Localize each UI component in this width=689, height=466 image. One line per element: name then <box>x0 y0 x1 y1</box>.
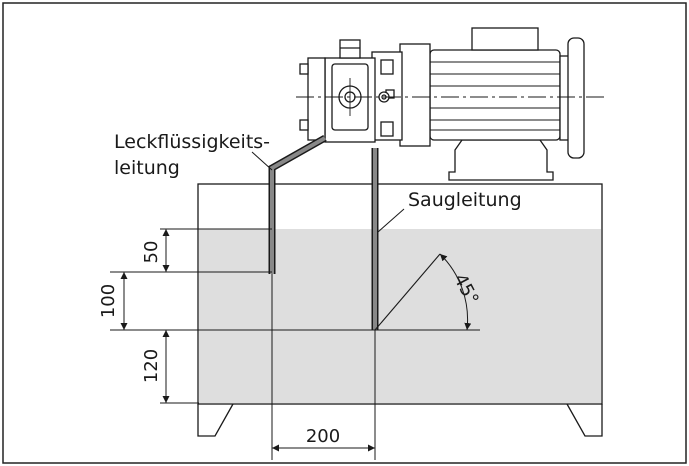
suction-line-label: Saugleitung <box>408 189 522 211</box>
pump-top-port <box>339 39 361 59</box>
angle-45-arc <box>439 253 472 331</box>
tank-foot-left <box>197 403 234 437</box>
dim-200-label: 200 <box>306 426 340 447</box>
motor-flange <box>399 43 431 147</box>
leak-line-label-1: Leckflüssigkeits- <box>114 131 270 153</box>
leak-line-label-2: leitung <box>114 157 180 179</box>
angle-45-line <box>374 253 441 331</box>
tank-foot-right <box>566 403 603 437</box>
dim-120-label: 120 <box>141 349 162 383</box>
tank <box>197 183 603 437</box>
suction-line-leader <box>377 208 405 233</box>
leak-line-pipe <box>268 134 327 274</box>
motor-pump-unit <box>299 27 585 181</box>
dim-50-label: 50 <box>141 241 162 264</box>
leak-line-leader <box>251 151 273 171</box>
motor-mount <box>448 139 554 181</box>
fan-cover <box>567 37 585 159</box>
fluid-level <box>199 229 601 403</box>
terminal-box <box>471 27 539 51</box>
dim-100-label: 100 <box>98 284 119 318</box>
pump-cover <box>307 57 326 141</box>
motor-body <box>429 49 561 141</box>
